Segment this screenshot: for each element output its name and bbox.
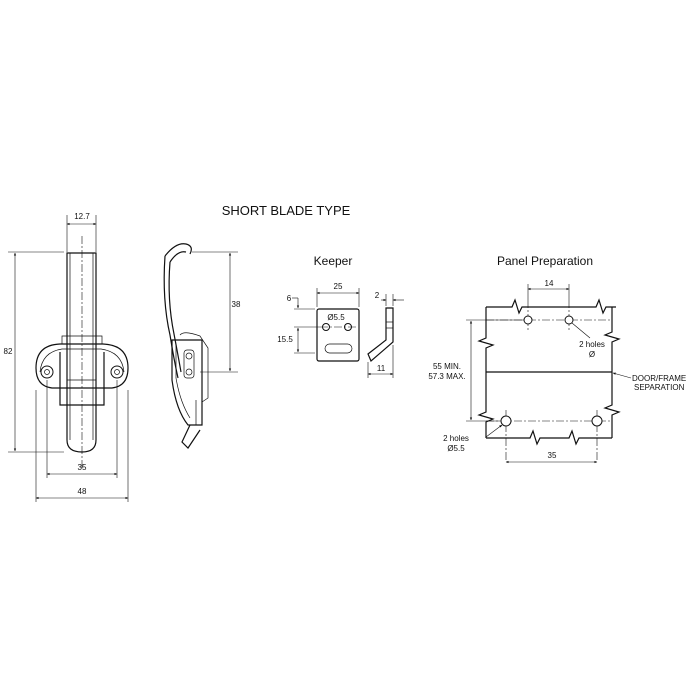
dim-width-top: 12.7 [74,212,90,221]
dim-base-outer: 48 [78,487,87,496]
panel-outline [477,298,621,462]
panel-hole-top-right [564,315,574,325]
panel-dim-bottom-spacing: 35 [548,451,557,460]
keeper-dim-offset: 6 [287,294,292,303]
panel-bottom-holes-note-1: 2 holes [443,434,469,443]
panel-dimensions: 14 2 holes Ø 55 MIN. 57.3 MAX. DOOR/FRAM… [428,279,686,464]
panel-dim-top-spacing: 14 [545,279,554,288]
drawing-title: SHORT BLADE TYPE [222,203,351,218]
profile-view-dimensions: 38 [192,251,241,373]
panel-separation-2: SEPARATION [634,383,685,392]
keeper-dim-width: 25 [334,282,343,291]
keeper-side-view [367,307,394,362]
panel-hole-bottom-right [591,415,603,427]
panel-top-holes-note-1: 2 holes [579,340,605,349]
keeper-dim-height: 15.5 [277,335,293,344]
keeper-dim-thickness: 2 [375,291,380,300]
latch-profile-view [163,243,209,449]
keeper-dimensions: 25 6 15.5 Ø5.5 2 11 [277,282,404,378]
panel-label: Panel Preparation [497,254,593,268]
keeper-dim-depth: 11 [377,364,386,373]
panel-top-holes-note-2: Ø [589,350,595,359]
panel-hole-top-left [523,315,533,325]
dim-profile-height: 38 [232,300,241,309]
latch-side-view [35,236,129,468]
keeper-label: Keeper [314,254,353,268]
dim-height: 82 [4,347,13,356]
panel-dim-height-1: 55 MIN. [433,362,461,371]
dim-base-inner: 35 [78,463,87,472]
keeper-front-view [316,308,360,362]
panel-separation-1: DOOR/FRAME [632,374,686,383]
panel-hole-bottom-left [500,415,512,427]
keeper-dim-hole: Ø5.5 [327,313,345,322]
panel-bottom-holes-note-2: Ø5.5 [447,444,465,453]
panel-dim-height-2: 57.3 MAX. [428,372,465,381]
side-view-dimensions: 12.7 82 35 48 [4,212,129,502]
